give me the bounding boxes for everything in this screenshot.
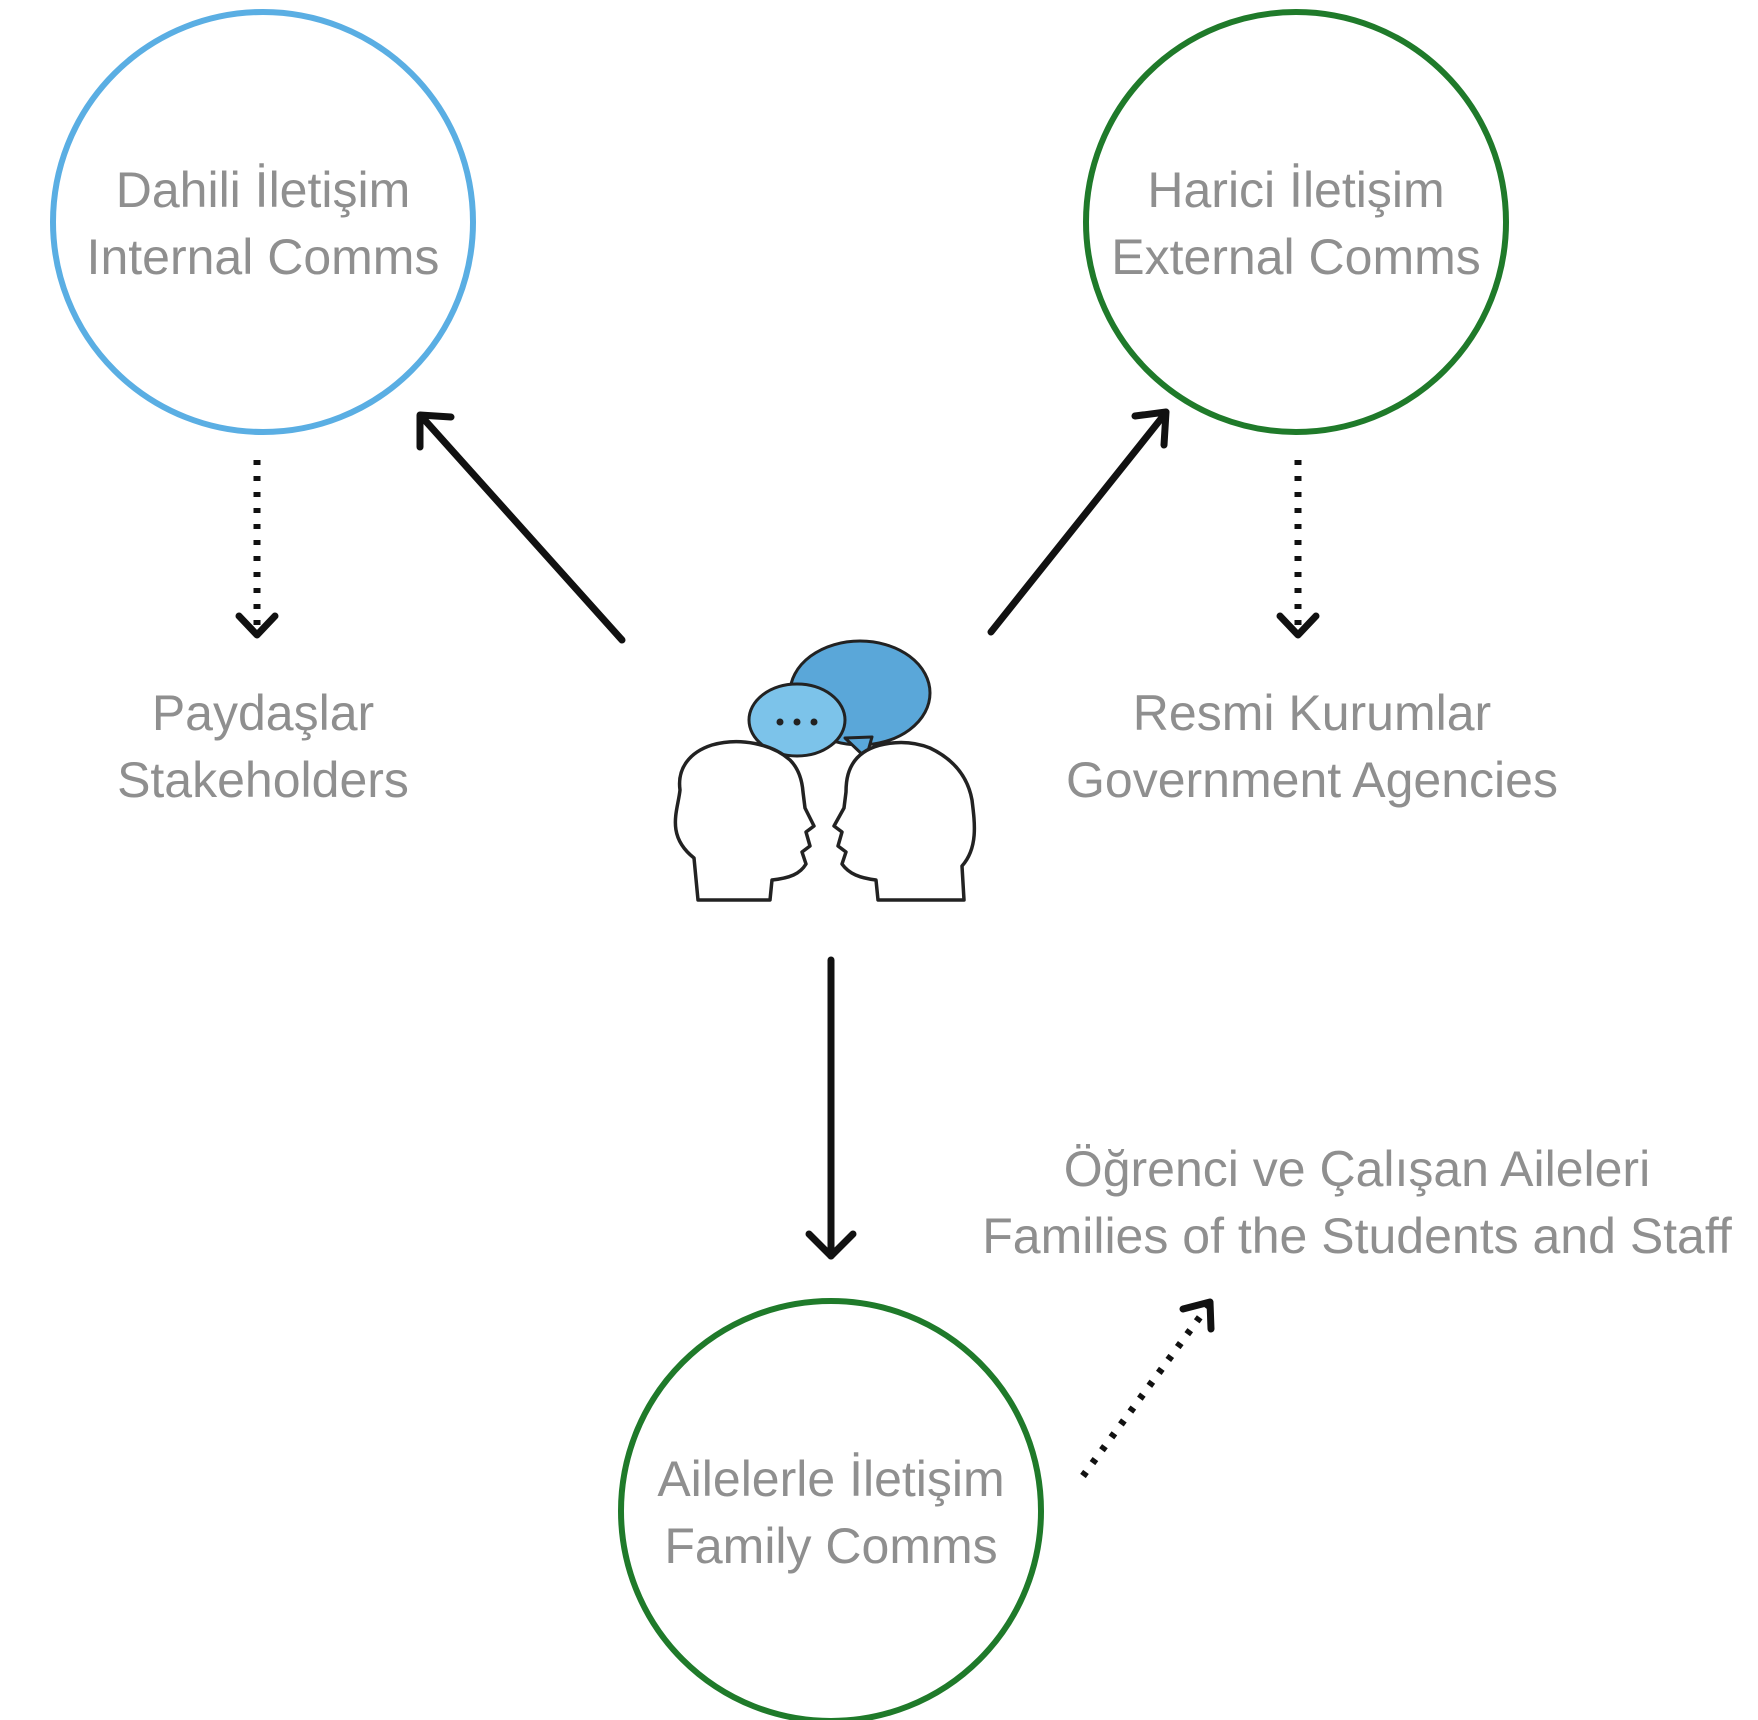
arrow-to-internal [416,411,626,644]
families-label-en: Families of the Students and Staff [982,1208,1732,1264]
external-comms-node: Harici İletişim External Comms [1083,9,1509,435]
arrow-to-family [805,956,857,1260]
right-head-icon [832,740,977,902]
external-comms-title-en: External Comms [1111,229,1481,285]
government-agencies-label: Resmi Kurumlar Government Agencies [1066,685,1558,808]
external-comms-title-tr: Harici İletişim [1147,162,1444,218]
internal-comms-title-tr: Dahili İletişim [116,162,411,218]
internal-comms-title-en: Internal Comms [87,229,440,285]
typing-dot [776,718,784,726]
internal-comms-node: Dahili İletişim Internal Comms [50,9,476,435]
stakeholders-label-en: Stakeholders [117,752,409,808]
typing-dot [810,718,818,726]
stakeholders-label: Paydaşlar Stakeholders [117,685,409,808]
two-heads-conversation-icon [673,639,977,902]
dotted-arrow-family-to-families [1080,1298,1215,1479]
family-comms-title-en: Family Comms [664,1518,997,1574]
stakeholders-label-tr: Paydaşlar [152,685,374,741]
families-label-tr: Öğrenci ve Çalışan Aileleri [1064,1141,1650,1197]
typing-dot [793,718,801,726]
family-comms-circle [618,1298,1044,1720]
government-agencies-label-tr: Resmi Kurumlar [1133,685,1491,741]
external-comms-circle [1083,9,1509,435]
family-comms-node: Ailelerle İletişim Family Comms [618,1298,1044,1720]
government-agencies-label-en: Government Agencies [1066,752,1558,808]
family-comms-title-tr: Ailelerle İletişim [657,1451,1004,1507]
left-head-icon [673,739,816,902]
dotted-arrow-internal-to-stakeholders [235,460,279,639]
arrow-to-external [987,408,1170,636]
internal-comms-circle [50,9,476,435]
families-label: Öğrenci ve Çalışan Aileleri Families of … [982,1141,1732,1264]
dotted-arrow-external-to-agencies [1276,460,1320,639]
